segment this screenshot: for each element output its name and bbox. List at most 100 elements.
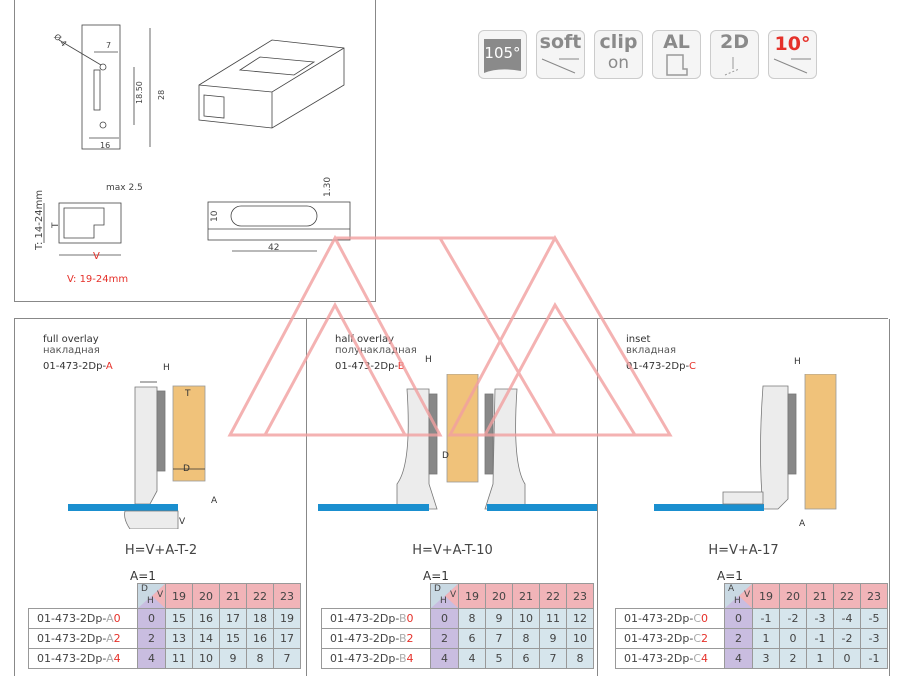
overlay-value: 10 <box>566 628 594 649</box>
dim-label-h: H <box>163 363 170 373</box>
overlay-value: 16 <box>246 628 274 649</box>
a-value-label: A=1 <box>717 569 743 583</box>
overlay-value: 11 <box>539 608 567 629</box>
column-header: 22 <box>833 583 861 609</box>
corner-v: V <box>157 590 164 600</box>
svg-text:V: V <box>93 251 100 262</box>
svg-text:18.50: 18.50 <box>135 81 144 104</box>
2d-adjustment-icon: 2D <box>710 30 759 79</box>
row-code: 01-473-2Dp-B2 <box>321 628 431 649</box>
overlay-value: 8 <box>458 608 486 629</box>
code-prefix: 01-473-2Dp- <box>37 612 107 625</box>
corner-cell: D H V <box>137 583 166 609</box>
code-letter: A <box>105 361 113 372</box>
corner-d: A <box>728 584 735 594</box>
code-letter: A <box>106 632 114 645</box>
overlay-value: -3 <box>806 608 834 629</box>
overlay-value: 14 <box>192 628 220 649</box>
code-letter: A <box>106 652 114 665</box>
code-prefix: 01-473-2Dp- <box>330 652 399 665</box>
overlay-value: -1 <box>860 648 888 669</box>
code-suffix: 4 <box>113 652 121 665</box>
overlay-value: 10 <box>512 608 540 629</box>
overlay-value: -3 <box>860 628 888 649</box>
row-code: 01-473-2Dp-A4 <box>28 648 138 669</box>
overlay-value: 15 <box>165 608 193 629</box>
column-header: 23 <box>273 583 301 609</box>
code-letter: C <box>693 652 702 665</box>
svg-text:28: 28 <box>157 90 166 100</box>
al-label: AL <box>663 31 690 53</box>
feature-icons: 105° soft clip on AL 2D 10° <box>478 30 817 79</box>
row-code: 01-473-2Dp-C0 <box>615 608 725 629</box>
product-code: 01-473-2Dp-B <box>335 361 405 372</box>
opening-angle-icon: 105° <box>478 30 527 79</box>
dim-label-t: T <box>185 389 191 399</box>
h-value: 2 <box>430 628 459 649</box>
code-suffix: 0 <box>701 612 709 625</box>
overlay-value: 12 <box>566 608 594 629</box>
column-header: 19 <box>458 583 486 609</box>
column-header: 20 <box>779 583 807 609</box>
code-letter: B <box>398 632 407 645</box>
title-en: inset <box>626 334 651 345</box>
a-value-label: A=1 <box>130 569 156 583</box>
column-header: 19 <box>165 583 193 609</box>
row-code: 01-473-2Dp-B0 <box>321 608 431 629</box>
a-value-label: A=1 <box>423 569 449 583</box>
hinge-cup-3d-drawing <box>198 39 345 129</box>
code-prefix: 01-473-2Dp- <box>624 632 694 645</box>
code-letter: A <box>106 612 114 625</box>
10-degree-icon: 10° <box>768 30 817 79</box>
corner-d: D <box>434 584 441 594</box>
dim-label-a: A <box>799 519 806 529</box>
code-prefix: 01-473-2Dp- <box>335 361 398 372</box>
overlay-value: 17 <box>219 608 247 629</box>
title-en: half overlay <box>335 334 395 345</box>
overlay-value: 7 <box>539 648 567 669</box>
code-suffix: 0 <box>113 612 121 625</box>
code-letter: C <box>693 612 702 625</box>
code-prefix: 01-473-2Dp- <box>43 361 106 372</box>
on-label: on <box>607 53 630 73</box>
overlay-value: 0 <box>833 648 861 669</box>
h-value: 0 <box>724 608 753 629</box>
corner-v: V <box>744 590 751 600</box>
code-suffix: 4 <box>406 652 414 665</box>
product-code: 01-473-2Dp-C <box>626 361 696 372</box>
code-suffix: 2 <box>113 632 121 645</box>
overlay-value: 17 <box>273 628 301 649</box>
soft-label: soft <box>539 31 582 53</box>
table-row: 01-473-2Dp-C0 0-1-2-3-4-5 <box>615 608 888 629</box>
overlay-value: -5 <box>860 608 888 629</box>
column-header: 22 <box>246 583 274 609</box>
column-header: 22 <box>539 583 567 609</box>
h-value: 4 <box>137 648 166 669</box>
code-prefix: 01-473-2Dp- <box>37 632 107 645</box>
overlay-value: 3 <box>752 648 780 669</box>
h-value: 0 <box>137 608 166 629</box>
dim-label-h: H <box>425 355 432 365</box>
product-code: 01-473-2Dp-A <box>43 361 113 372</box>
overlay-value: 19 <box>273 608 301 629</box>
soft-close-icon: soft <box>536 30 585 79</box>
svg-text:10: 10 <box>210 210 220 222</box>
corner-v: V <box>450 590 457 600</box>
overlay-value: -1 <box>752 608 780 629</box>
code-suffix: 4 <box>701 652 709 665</box>
overlay-value: 11 <box>165 648 193 669</box>
code-suffix: 2 <box>406 632 414 645</box>
overlay-value: 6 <box>458 628 486 649</box>
row-code: 01-473-2Dp-B4 <box>321 648 431 669</box>
overlay-value: 18 <box>246 608 274 629</box>
corner-h: H <box>440 596 447 606</box>
overlay-value: 1 <box>752 628 780 649</box>
column-header: 20 <box>192 583 220 609</box>
corner-cell: A H V <box>724 583 753 609</box>
h-value: 0 <box>430 608 459 629</box>
corner-h: H <box>734 596 741 606</box>
